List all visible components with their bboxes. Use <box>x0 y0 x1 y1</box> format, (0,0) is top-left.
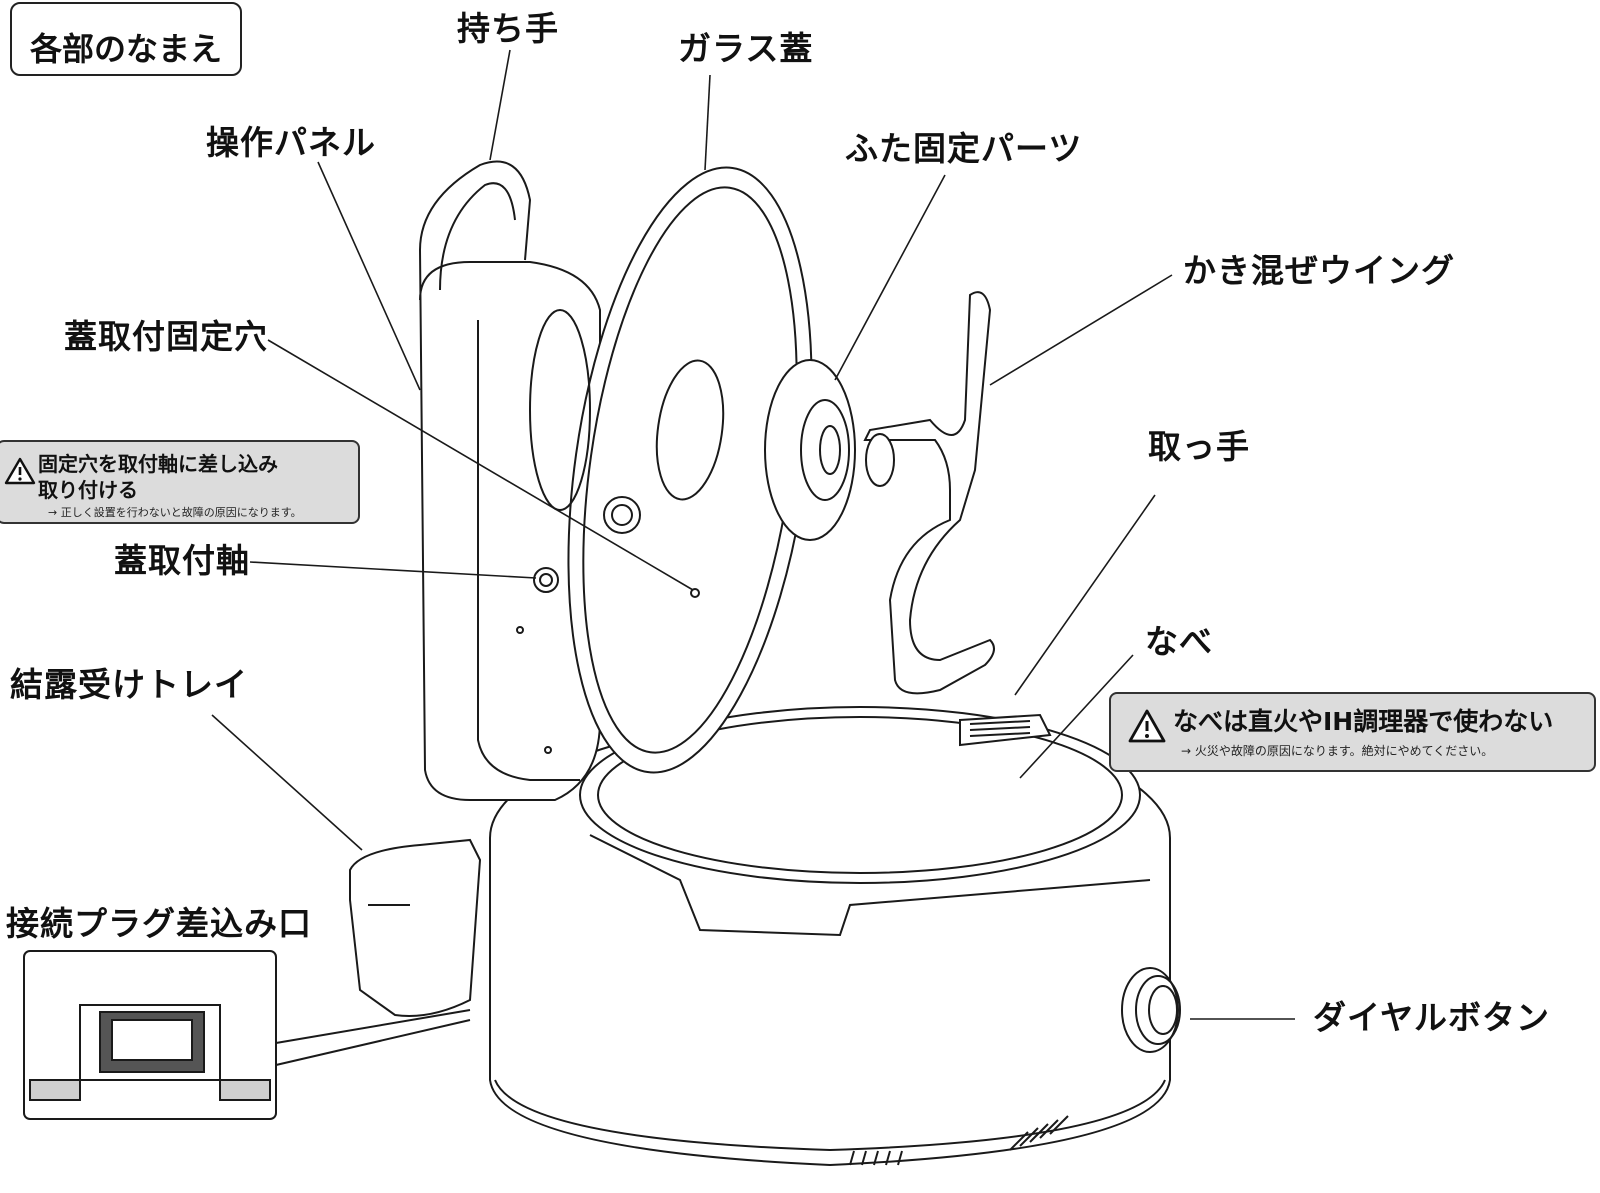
mount-note-line2: 取り付ける <box>38 478 138 502</box>
label-stir-wing: かき混ぜウイング <box>1183 251 1455 290</box>
dial-knob <box>1121 967 1181 1053</box>
drip-tray <box>349 838 482 1017</box>
mount-note-line1: 固定穴を取付軸に差し込み <box>38 452 278 476</box>
lid-fix-part <box>764 359 856 541</box>
label-lid-fix-parts: ふた固定パーツ <box>845 129 1083 168</box>
pot-caution-note: なべは直火やIH調理器で使わない → 火災や故障の原因になります。絶対にやめてく… <box>1109 692 1596 772</box>
warning-icon <box>1128 709 1166 743</box>
mount-note-sub: → 正しく設置を行わないと故障の原因になります。 <box>48 506 302 519</box>
label-plug-inlet: 接続プラグ差込み口 <box>6 904 312 943</box>
stirring-wing <box>863 291 995 695</box>
pot-note-sub: → 火災や故障の原因になります。絶対にやめてください。 <box>1181 744 1494 758</box>
label-dial-button: ダイヤルボタン <box>1313 998 1551 1037</box>
label-lid-mount-hole: 蓋取付固定穴 <box>64 317 268 356</box>
mount-caution-note: 固定穴を取付軸に差し込み 取り付ける → 正しく設置を行わないと故障の原因になり… <box>0 440 360 524</box>
label-lid-mount-shaft: 蓋取付軸 <box>114 541 250 580</box>
warning-icon <box>4 457 36 485</box>
page-title: 各部のなまえ <box>30 30 223 68</box>
glass-lid <box>529 166 813 774</box>
label-pot-handle: 取っ手 <box>1148 427 1250 466</box>
plug-inset <box>23 950 471 1120</box>
label-drip-tray: 結露受けトレイ <box>10 665 248 704</box>
label-handle-top: 持ち手 <box>457 9 559 48</box>
page-title-box: 各部のなまえ <box>10 2 242 76</box>
arm-column <box>419 160 601 801</box>
label-pot: なべ <box>1145 622 1213 661</box>
label-control-panel: 操作パネル <box>206 123 376 162</box>
label-glass-lid: ガラス蓋 <box>678 29 814 68</box>
pot-note-line1: なべは直火やIH調理器で使わない <box>1173 707 1554 736</box>
leader-lines <box>211 49 1295 1020</box>
pot <box>579 706 1151 937</box>
